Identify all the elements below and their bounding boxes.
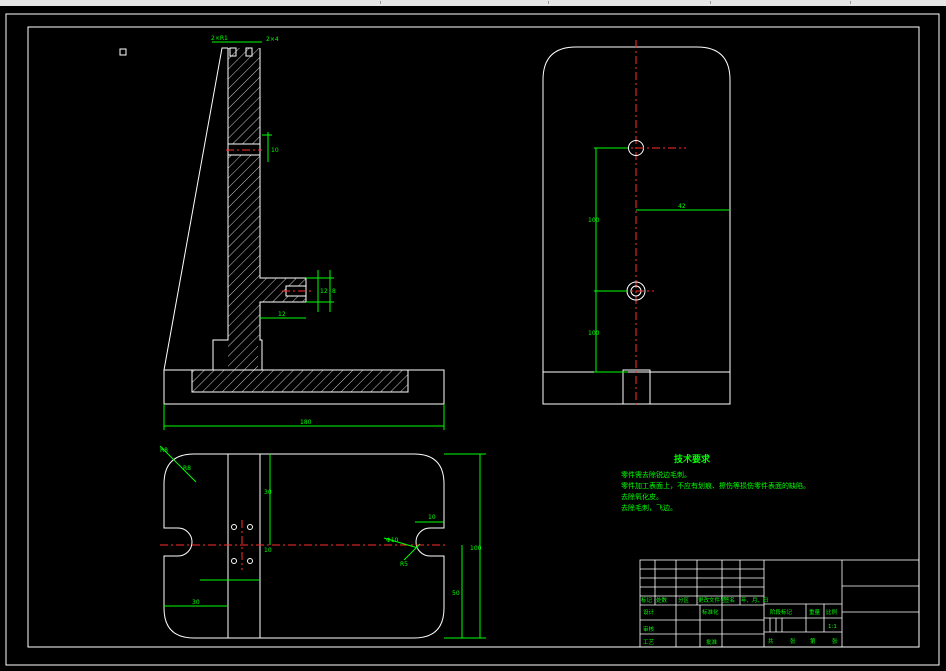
dim-slot-w1-label: 2×R1 [211,35,228,42]
tech-note-1: 零件需去除锐边毛刺。 [621,470,691,479]
tb-sheet-unit2-label: 张 [832,637,838,645]
dim-plan-total-h-label: 100 [470,545,482,552]
tb-label-count: 处数 [656,596,668,604]
tb-label-change-doc: 更改文件号 [698,596,726,604]
dim-base-length-label: 180 [300,419,312,426]
tb-sheet-total-label: 共 [768,637,774,645]
dim-step-h2-label: 8 [332,288,336,295]
dim-plan-r3-label: R5 [400,561,408,568]
tb-label-stage: 阶段标记 [770,608,793,616]
tb-label-process: 工艺 [643,639,655,646]
dim-hole-depth-label: 10 [271,147,279,154]
tb-label-scale: 比例 [826,608,838,616]
dim-half-width-label: 42 [678,203,686,210]
side-section-view: 180 2×R1 2×4 10 12 8 12 [163,35,445,430]
body-outline-left [212,48,229,370]
tech-note-2: 零件加工表面上，不应有划痕、擦伤等损伤零件表面的缺陷。 [621,481,810,490]
dim-plan-r1-label: R8 [160,447,168,454]
title-strip-divider [548,1,549,4]
tb-label-approve: 批准 [706,638,718,646]
tb-sheet-no-label: 第 [810,637,816,645]
title-strip-divider [380,1,381,4]
dim-plan-h1-label: 30 [264,489,272,496]
dim-lower-label: 100 [588,330,600,337]
title-strip-divider [710,1,711,4]
plan-small-hole [247,558,253,564]
outer-border [5,13,940,666]
title-block-frame [639,559,920,648]
front-bottom-slot [622,369,651,404]
tb-label-sign: 签名 [724,596,735,604]
tech-req-title: 技术要求 [674,453,711,465]
inner-border [27,26,920,648]
tb-label-standard: 标准化 [702,608,719,616]
dim-plan-h3-label: 50 [452,590,460,597]
cursor-pickbox-icon [119,48,127,56]
dim-step-h-label: 12 [320,288,328,295]
hatched-body [192,48,408,392]
leader-r3 [403,543,421,561]
tb-label-zone: 分区 [678,596,690,604]
plan-outline [163,453,445,639]
tech-note-3: 去除氧化皮。 [621,492,663,501]
base-recess [191,369,409,393]
tb-label-mark: 标记 [641,596,653,604]
dim-plan-h2-label: 10 [264,547,272,554]
plan-view: 100 50 30 10 30 10 Φ10 R5 R8 R8 [159,445,486,639]
technical-requirements: 技术要求 零件需去除锐边毛刺。 零件加工表面上，不应有划痕、擦伤等损伤零件表面的… [621,453,810,512]
dim-plan-slot-r-label: Φ10 [386,537,399,544]
tb-label-date: 年、月、日 [741,596,769,604]
front-outline [542,46,731,405]
tb-scale-value: 1:1 [828,624,837,630]
title-strip-divider [850,1,851,4]
body-outline-right [259,48,307,370]
tb-label-weight: 重量 [809,608,821,616]
front-view: 100 100 42 [542,40,731,408]
tb-sheet-unit-label: 张 [790,637,796,645]
cad-drawing-canvas[interactable]: 180 2×R1 2×4 10 12 8 12 100 100 42 [0,6,946,671]
leader-slot-radius [383,537,419,549]
window-title-strip [0,0,946,6]
dim-plan-r2-label: R8 [183,465,191,472]
rib-slant-edge [163,47,228,371]
dim-plan-x-label: 30 [192,599,200,606]
top-slot-left [229,47,237,57]
plan-small-hole [231,524,237,530]
tb-label-check: 审核 [643,625,655,633]
plan-small-hole [247,524,253,530]
plan-small-hole [231,558,237,564]
leader-corner-radius [159,445,197,483]
title-block: 标记 处数 分区 更改文件号 签名 年、月、日 设计 标准化 审核 工艺 批准 … [639,559,920,648]
dim-plan-slot-label: 10 [428,514,436,521]
dim-step-w-label: 12 [278,311,286,318]
top-slot-right [245,47,253,57]
dim-slot-w2-label: 2×4 [266,36,279,43]
tech-note-4: 去除毛刺，飞边。 [621,503,677,512]
dim-spacing-label: 100 [588,217,600,224]
tb-label-design: 设计 [643,608,655,616]
